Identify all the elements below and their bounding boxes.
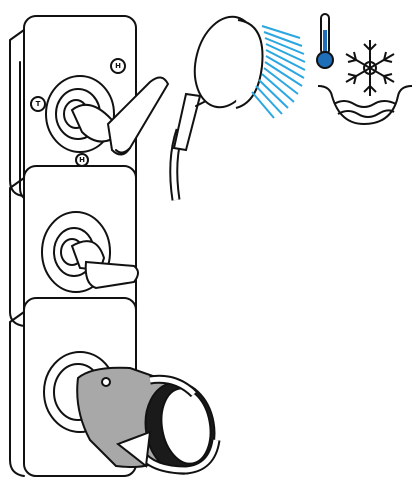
screw-label-t: T bbox=[36, 100, 41, 108]
screw-label-h-top: H bbox=[115, 62, 121, 70]
screw-label-h-bottom: H bbox=[79, 156, 85, 164]
screw-top-right: H bbox=[111, 59, 125, 73]
diverter-knob bbox=[10, 298, 221, 479]
cold-water-indicator bbox=[317, 14, 412, 124]
screw-t: T bbox=[31, 97, 45, 111]
hand-shower bbox=[174, 10, 305, 200]
snowflake-icon bbox=[346, 40, 394, 96]
thermometer-icon bbox=[317, 14, 333, 68]
screw-bottom: H bbox=[76, 154, 88, 166]
